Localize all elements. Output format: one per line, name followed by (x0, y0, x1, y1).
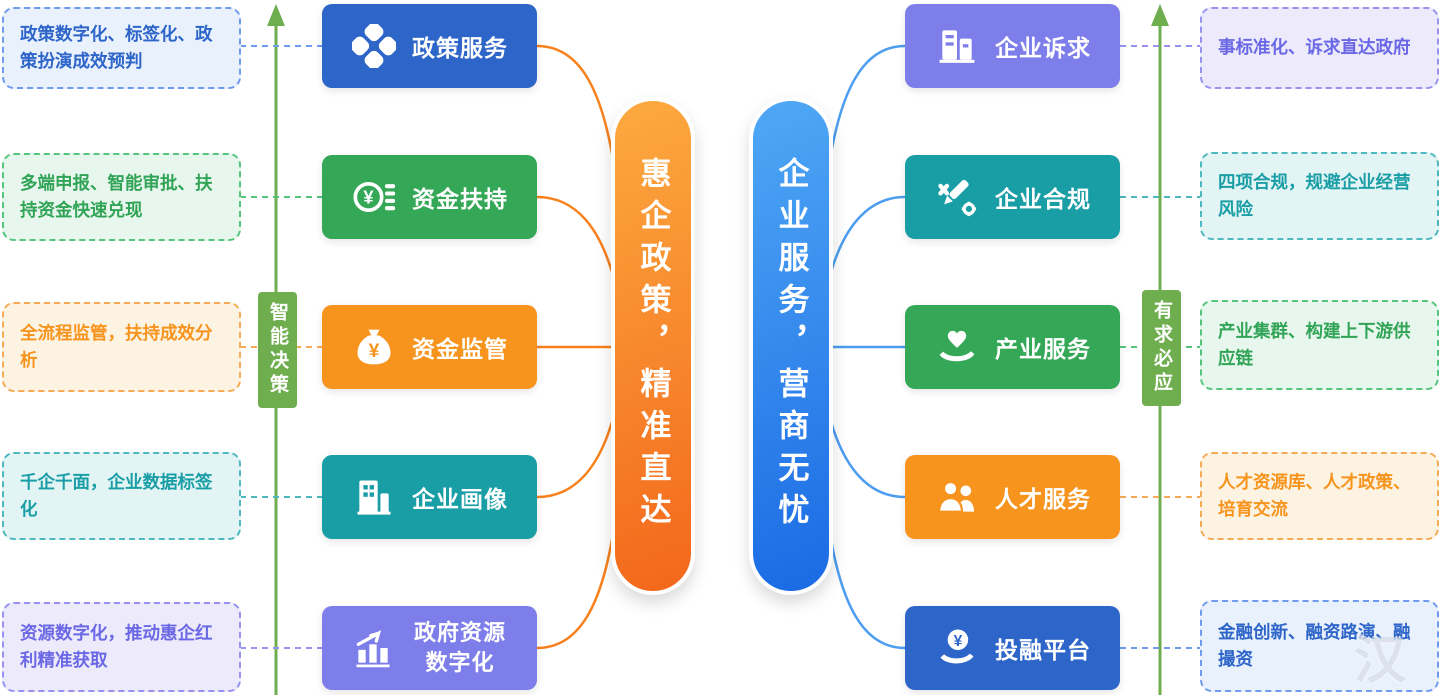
node-enterprise-compliance[interactable]: 企业合规 (905, 155, 1120, 239)
svg-text:¥: ¥ (954, 633, 963, 650)
left-axis-label: 智能决策 (258, 292, 297, 408)
watermark-text: 汉英合 (1354, 632, 1411, 690)
desc-text: 人才资源库、人才政策、培育交流 (1218, 471, 1411, 519)
chart-growth-icon (350, 625, 396, 671)
desc-text: 事标准化、诉求直达政府 (1218, 37, 1411, 58)
money-bag-icon: ¥ (351, 324, 397, 370)
desc-enterprise-profile: 千企千面，企业数据标签化 (2, 452, 241, 540)
axis-label-text: 有求必应 (1151, 300, 1172, 396)
desc-text: 产业集群、构建上下游供应链 (1218, 320, 1411, 368)
people-icon (934, 474, 980, 520)
node-label: 投融平台 (995, 637, 1091, 663)
node-label: 企业诉求 (995, 35, 1091, 61)
node-label: 资金扶持 (412, 186, 508, 212)
desc-text: 金融创新、融资路演、融撮资 (1218, 621, 1411, 669)
right-axis-label: 有求必应 (1142, 290, 1181, 406)
svg-text:¥: ¥ (363, 186, 374, 207)
node-talent-service[interactable]: 人才服务 (905, 455, 1120, 539)
coins-icon: ¥ (351, 174, 397, 220)
desc-text: 全流程监管，扶持成效分析 (20, 322, 213, 370)
desc-talent-service: 人才资源库、人才政策、培育交流 (1200, 452, 1439, 540)
hand-coin-icon: ¥ (934, 625, 980, 671)
node-policy-service[interactable]: 政策服务 (322, 4, 537, 88)
desc-text: 多端申报、智能审批、扶持资金快速兑现 (20, 172, 213, 220)
orange-curves (536, 44, 616, 650)
desc-industry-service: 产业集群、构建上下游供应链 (1200, 300, 1439, 390)
svg-text:¥: ¥ (369, 341, 380, 362)
pillar-enterprise-service: 企业服务，营商无忧 (749, 97, 833, 595)
desc-text: 千企千面，企业数据标签化 (20, 471, 213, 519)
desc-enterprise-appeal: 事标准化、诉求直达政府 (1200, 7, 1439, 89)
node-label: 企业画像 (412, 486, 508, 512)
node-industry-service[interactable]: 产业服务 (905, 305, 1120, 389)
node-label: 政府资源数字化 (413, 620, 506, 675)
desc-gov-resource-digitalization: 资源数字化，推动惠企红利精准获取 (2, 602, 241, 692)
building-icon (351, 474, 397, 520)
clover-icon (351, 23, 397, 69)
buildings-icon (934, 23, 980, 69)
node-enterprise-profile[interactable]: 企业画像 (322, 455, 537, 539)
pillar-huiqi-policy: 惠企政策，精准直达 (611, 97, 695, 595)
node-label: 人才服务 (995, 486, 1091, 512)
weibo-eye-icon (1252, 691, 1348, 695)
pen-gear-icon (934, 174, 980, 220)
desc-text: 政策数字化、标签化、政策扮演成效预判 (20, 23, 213, 71)
hand-heart-icon (934, 324, 980, 370)
desc-policy-service: 政策数字化、标签化、政策扮演成效预判 (2, 7, 241, 89)
pillar-title: 惠企政策，精准直达 (635, 157, 671, 535)
node-gov-resource-digitalization[interactable]: 政府资源数字化 (322, 606, 537, 690)
pillar-title: 企业服务，营商无忧 (773, 157, 809, 535)
node-label: 产业服务 (995, 336, 1091, 362)
node-label: 资金监管 (412, 336, 508, 362)
node-funding-supervision[interactable]: ¥ 资金监管 (322, 305, 537, 389)
watermark: 汉英合 (1252, 618, 1441, 695)
blue-curves (827, 44, 906, 650)
node-funding-support[interactable]: ¥ 资金扶持 (322, 155, 537, 239)
desc-investment-financing-platform: 金融创新、融资路演、融撮资 (1200, 600, 1439, 692)
axis-label-text: 智能决策 (267, 302, 288, 398)
desc-funding-supervision: 全流程监管，扶持成效分析 (2, 302, 241, 392)
node-label: 政策服务 (412, 35, 508, 61)
node-investment-financing-platform[interactable]: ¥ 投融平台 (905, 606, 1120, 690)
node-enterprise-appeal[interactable]: 企业诉求 (905, 4, 1120, 88)
desc-text: 资源数字化，推动惠企红利精准获取 (20, 622, 213, 670)
desc-funding-support: 多端申报、智能审批、扶持资金快速兑现 (2, 153, 241, 241)
desc-enterprise-compliance: 四项合规，规避企业经营风险 (1200, 152, 1439, 240)
node-label: 企业合规 (995, 186, 1091, 212)
desc-text: 四项合规，规避企业经营风险 (1218, 171, 1411, 219)
